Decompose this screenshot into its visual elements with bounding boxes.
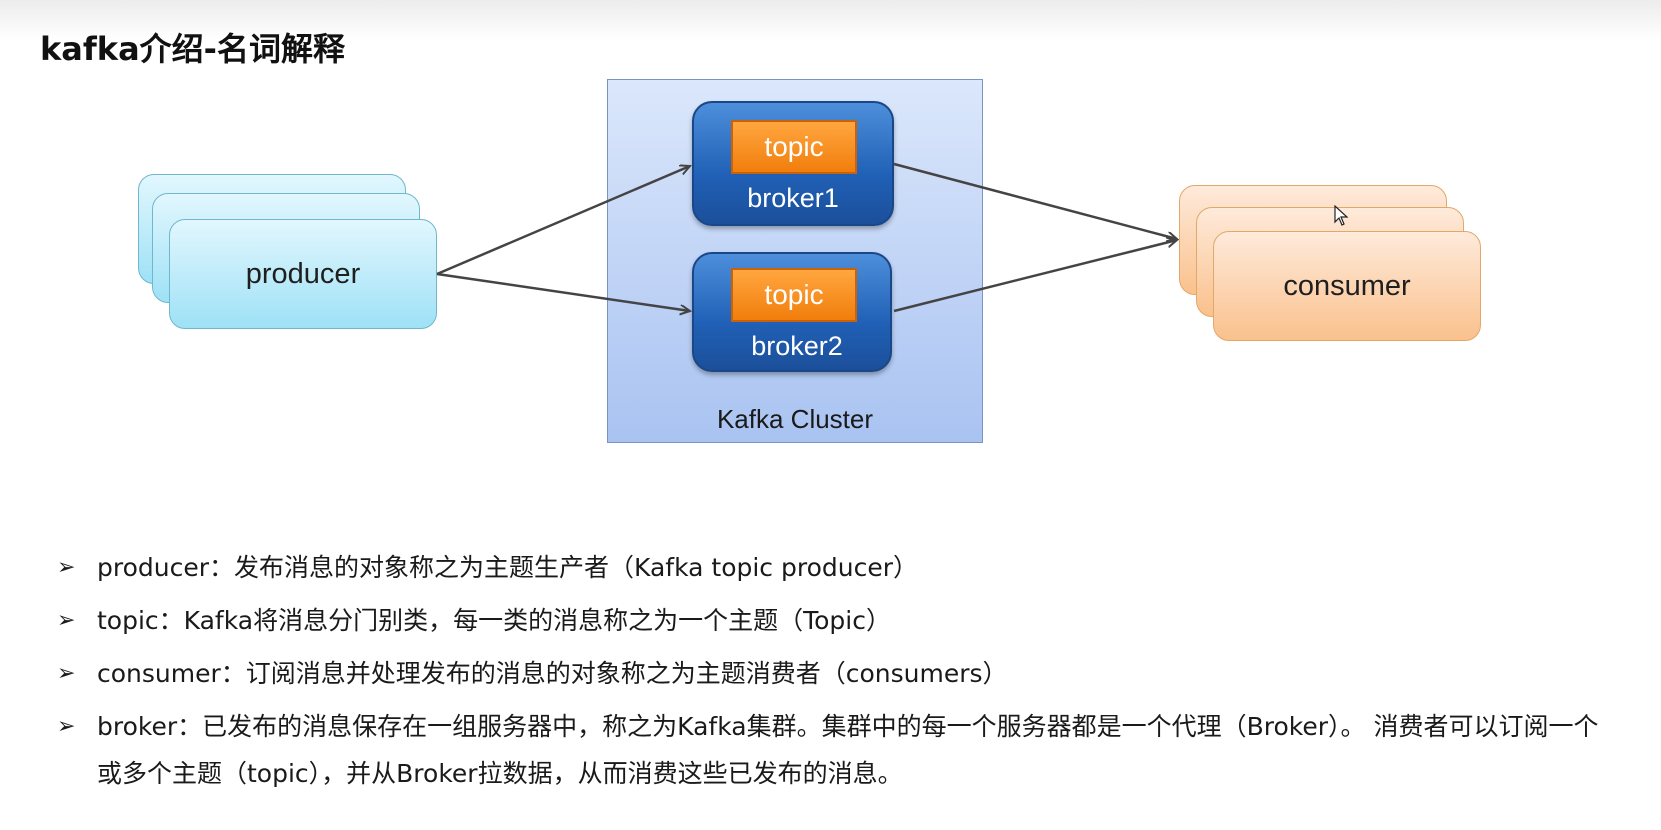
arrow-bullet-icon: ➢	[57, 555, 76, 580]
broker1-label: broker1	[747, 183, 839, 213]
broker1-topic-label: topic	[764, 131, 824, 162]
definition-topic: topic：Kafka将消息分门别类，每一类的消息称之为一个主题（Topic）	[97, 606, 891, 635]
definition-consumer: consumer：订阅消息并处理发布的消息的对象称之为主题消费者（consume…	[97, 659, 1008, 688]
broker2-label: broker2	[751, 331, 843, 361]
list-item: ➢ topic：Kafka将消息分门别类，每一类的消息称之为一个主题（Topic…	[57, 597, 1617, 644]
consumer-label: consumer	[1283, 269, 1411, 302]
page-title: kafka介绍-名词解释	[40, 30, 345, 68]
list-item: ➢ consumer：订阅消息并处理发布的消息的对象称之为主题消费者（consu…	[57, 650, 1617, 697]
broker2-topic-label: topic	[764, 279, 824, 310]
producer-label: producer	[245, 257, 361, 290]
arrow-producer-to-broker1	[436, 166, 690, 276]
broker2-topic: topic	[731, 268, 857, 322]
arrow-producer-to-broker2	[436, 272, 690, 311]
broker1-node: topic broker1	[692, 101, 894, 226]
definition-broker: broker：已发布的消息保存在一组服务器中，称之为Kafka集群。集群中的每一…	[97, 712, 1599, 788]
definition-producer: producer：发布消息的对象称之为主题生产者（Kafka topic pro…	[97, 553, 919, 582]
top-shade	[0, 0, 1661, 40]
definition-list: ➢ producer：发布消息的对象称之为主题生产者（Kafka topic p…	[57, 544, 1617, 803]
arrow-bullet-icon: ➢	[57, 714, 76, 739]
list-item: ➢ broker：已发布的消息保存在一组服务器中，称之为Kafka集群。集群中的…	[57, 703, 1617, 797]
consumer-card: consumer	[1213, 231, 1481, 341]
broker1-topic: topic	[731, 120, 857, 174]
arrow-bullet-icon: ➢	[57, 661, 76, 686]
mouse-cursor-icon	[1334, 205, 1349, 226]
broker2-node: topic broker2	[692, 252, 892, 372]
arrow-broker1-to-consumer	[893, 162, 1177, 239]
producer-card: producer	[169, 219, 437, 329]
arrow-bullet-icon: ➢	[57, 608, 76, 633]
kafka-cluster-label: Kafka Cluster	[716, 404, 874, 434]
arrow-broker2-to-consumer	[893, 240, 1177, 313]
list-item: ➢ producer：发布消息的对象称之为主题生产者（Kafka topic p…	[57, 544, 1617, 591]
flow-arrows	[436, 162, 1661, 500]
